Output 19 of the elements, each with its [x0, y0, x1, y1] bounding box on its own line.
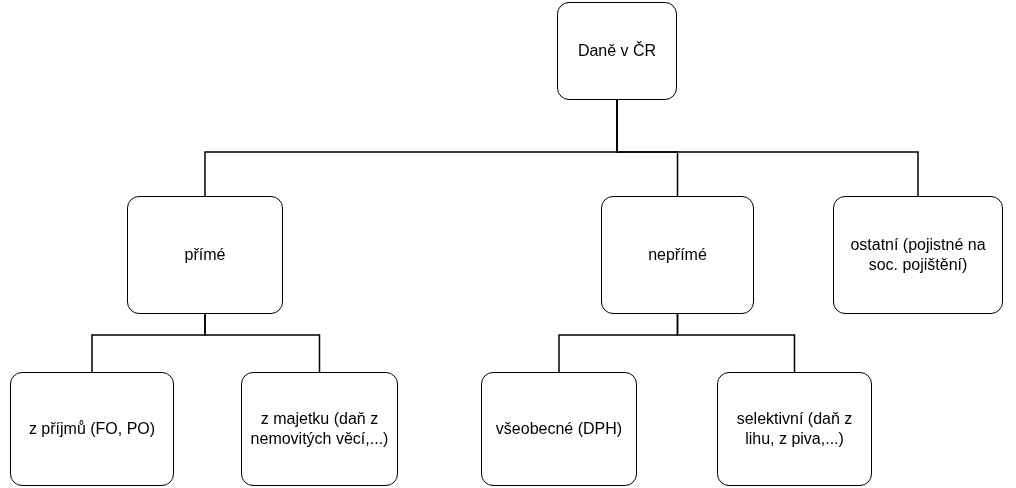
category-box: [601, 196, 754, 314]
connector-line: [676, 313, 796, 373]
category-box: [10, 372, 174, 486]
node-label: Daně v ČR: [577, 41, 657, 61]
node-label: přímé: [184, 245, 226, 265]
category-box: [833, 196, 1003, 314]
category-box: [241, 372, 398, 486]
node-label: nepřímé: [648, 245, 707, 265]
node-label: selektivní (daň z lihu, z piva,...): [735, 409, 854, 449]
node-label: z příjmů (FO, PO): [28, 419, 156, 439]
root-box: [557, 2, 677, 100]
connector-line: [616, 99, 919, 197]
category-box: [717, 372, 872, 486]
connector-line: [204, 313, 321, 373]
category-box: [127, 196, 283, 314]
node-label: ostatní (pojistné na soc. pojištění): [849, 235, 987, 275]
category-box: [481, 372, 637, 486]
node-label: z majetku (daň z nemovitých věcí,...): [250, 409, 389, 449]
node-label: všeobecné (DPH): [495, 419, 623, 439]
